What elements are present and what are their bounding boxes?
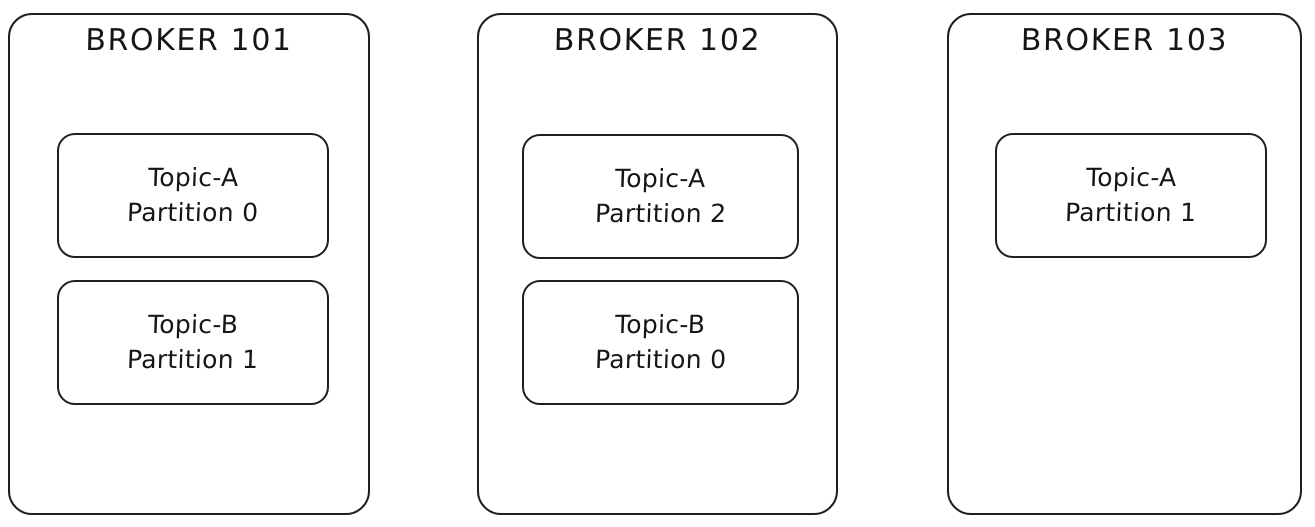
- partition-index-label: Partition 0: [126, 198, 260, 227]
- partition-topic-label: Topic-A: [1085, 163, 1177, 192]
- broker-card-101[interactable]: BROKER 101 Topic-A Partition 0 Topic-B P…: [8, 13, 370, 515]
- partition-box-topic-a-partition-0[interactable]: Topic-A Partition 0: [57, 133, 329, 258]
- partition-box-topic-b-partition-1[interactable]: Topic-B Partition 1: [57, 280, 329, 405]
- partition-index-label: Partition 1: [126, 345, 260, 374]
- partition-index-label: Partition 1: [1064, 198, 1198, 227]
- partition-topic-label: Topic-B: [147, 310, 239, 339]
- partition-topic-label: Topic-B: [614, 310, 707, 339]
- partition-box-topic-b-partition-0[interactable]: Topic-B Partition 0: [522, 280, 799, 405]
- broker-card-103[interactable]: BROKER 103 Topic-A Partition 1: [947, 13, 1302, 515]
- broker-title-103: BROKER 103: [1020, 23, 1229, 58]
- partition-index-label: Partition 0: [594, 345, 727, 374]
- broker-title-102: BROKER 102: [553, 23, 762, 58]
- partition-index-label: Partition 2: [594, 199, 727, 228]
- partition-box-topic-a-partition-1[interactable]: Topic-A Partition 1: [995, 133, 1267, 258]
- partition-box-topic-a-partition-2[interactable]: Topic-A Partition 2: [522, 134, 799, 259]
- broker-card-102[interactable]: BROKER 102 Topic-A Partition 2 Topic-B P…: [477, 13, 838, 515]
- partition-topic-label: Topic-A: [614, 164, 707, 193]
- partition-topic-label: Topic-A: [147, 163, 239, 192]
- broker-title-101: BROKER 101: [84, 23, 294, 58]
